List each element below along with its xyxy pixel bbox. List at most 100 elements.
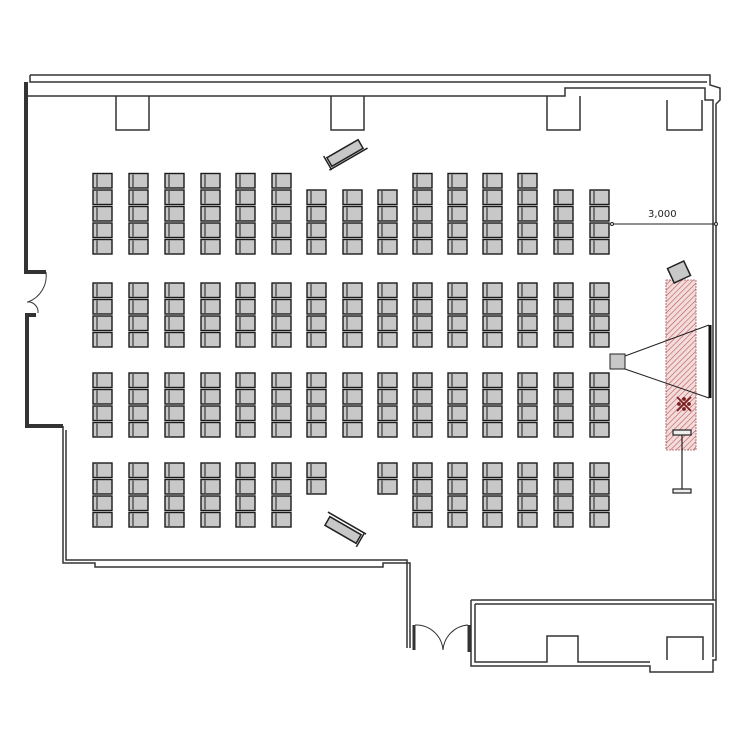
chair	[447, 298, 468, 315]
chair	[235, 405, 256, 422]
chair	[235, 172, 256, 189]
chair	[342, 315, 363, 332]
chair	[128, 315, 149, 332]
chair	[447, 172, 468, 189]
chair	[377, 205, 398, 222]
presenter-mark-icon	[676, 396, 692, 412]
chair	[447, 421, 468, 438]
chair	[164, 478, 185, 495]
left-wall-lower	[25, 313, 63, 428]
chair	[235, 511, 256, 528]
chair	[517, 238, 538, 255]
chair	[271, 405, 292, 422]
chair	[412, 172, 433, 189]
chair	[92, 405, 113, 422]
chair	[553, 405, 574, 422]
chair	[306, 405, 327, 422]
chair	[306, 205, 327, 222]
chair	[92, 238, 113, 255]
chair	[482, 238, 503, 255]
chair	[235, 372, 256, 389]
chair	[164, 495, 185, 512]
chair	[235, 238, 256, 255]
chair	[342, 205, 363, 222]
chair	[447, 478, 468, 495]
chair	[128, 462, 149, 479]
chair	[412, 462, 433, 479]
chair	[92, 478, 113, 495]
chair	[342, 372, 363, 389]
chair	[589, 405, 610, 422]
chair	[128, 331, 149, 348]
chair	[553, 205, 574, 222]
chair	[589, 282, 610, 299]
chair	[589, 189, 610, 206]
chair	[271, 172, 292, 189]
chair	[517, 462, 538, 479]
chair	[92, 172, 113, 189]
chair	[377, 222, 398, 239]
chair	[235, 298, 256, 315]
chair	[271, 315, 292, 332]
chair	[128, 372, 149, 389]
chair	[553, 388, 574, 405]
chair	[235, 331, 256, 348]
chair	[164, 189, 185, 206]
chair	[447, 511, 468, 528]
chair	[412, 495, 433, 512]
chair	[482, 205, 503, 222]
chair	[482, 298, 503, 315]
chair	[271, 462, 292, 479]
chair	[447, 372, 468, 389]
chair	[377, 315, 398, 332]
chair	[342, 238, 363, 255]
chair	[482, 421, 503, 438]
chair	[553, 421, 574, 438]
chair	[342, 222, 363, 239]
chair	[412, 331, 433, 348]
chair	[271, 495, 292, 512]
chair	[128, 205, 149, 222]
chair	[200, 372, 221, 389]
chair	[342, 405, 363, 422]
bottom-door	[414, 624, 469, 651]
chair	[164, 405, 185, 422]
chair	[412, 388, 433, 405]
chair	[589, 511, 610, 528]
chair	[447, 238, 468, 255]
chair	[447, 282, 468, 299]
chair	[306, 238, 327, 255]
chair	[128, 282, 149, 299]
chair	[553, 331, 574, 348]
chair	[589, 298, 610, 315]
chair	[377, 331, 398, 348]
chair	[92, 388, 113, 405]
chair	[377, 478, 398, 495]
chair	[200, 388, 221, 405]
chair	[447, 405, 468, 422]
chair	[553, 189, 574, 206]
chair	[482, 189, 503, 206]
chair	[128, 405, 149, 422]
chair	[553, 372, 574, 389]
chair	[271, 331, 292, 348]
bottom-right-room	[470, 599, 717, 673]
chair	[517, 172, 538, 189]
chair	[128, 298, 149, 315]
chair	[164, 511, 185, 528]
top-wall-inner	[29, 75, 707, 83]
chair	[235, 495, 256, 512]
chair	[164, 205, 185, 222]
chair	[553, 511, 574, 528]
chair	[200, 238, 221, 255]
chair	[92, 315, 113, 332]
chair	[92, 495, 113, 512]
column-1	[115, 96, 150, 131]
chair	[92, 282, 113, 299]
chair	[128, 238, 149, 255]
chair	[200, 462, 221, 479]
chair	[517, 421, 538, 438]
chair	[447, 189, 468, 206]
chair	[482, 222, 503, 239]
chair	[482, 331, 503, 348]
